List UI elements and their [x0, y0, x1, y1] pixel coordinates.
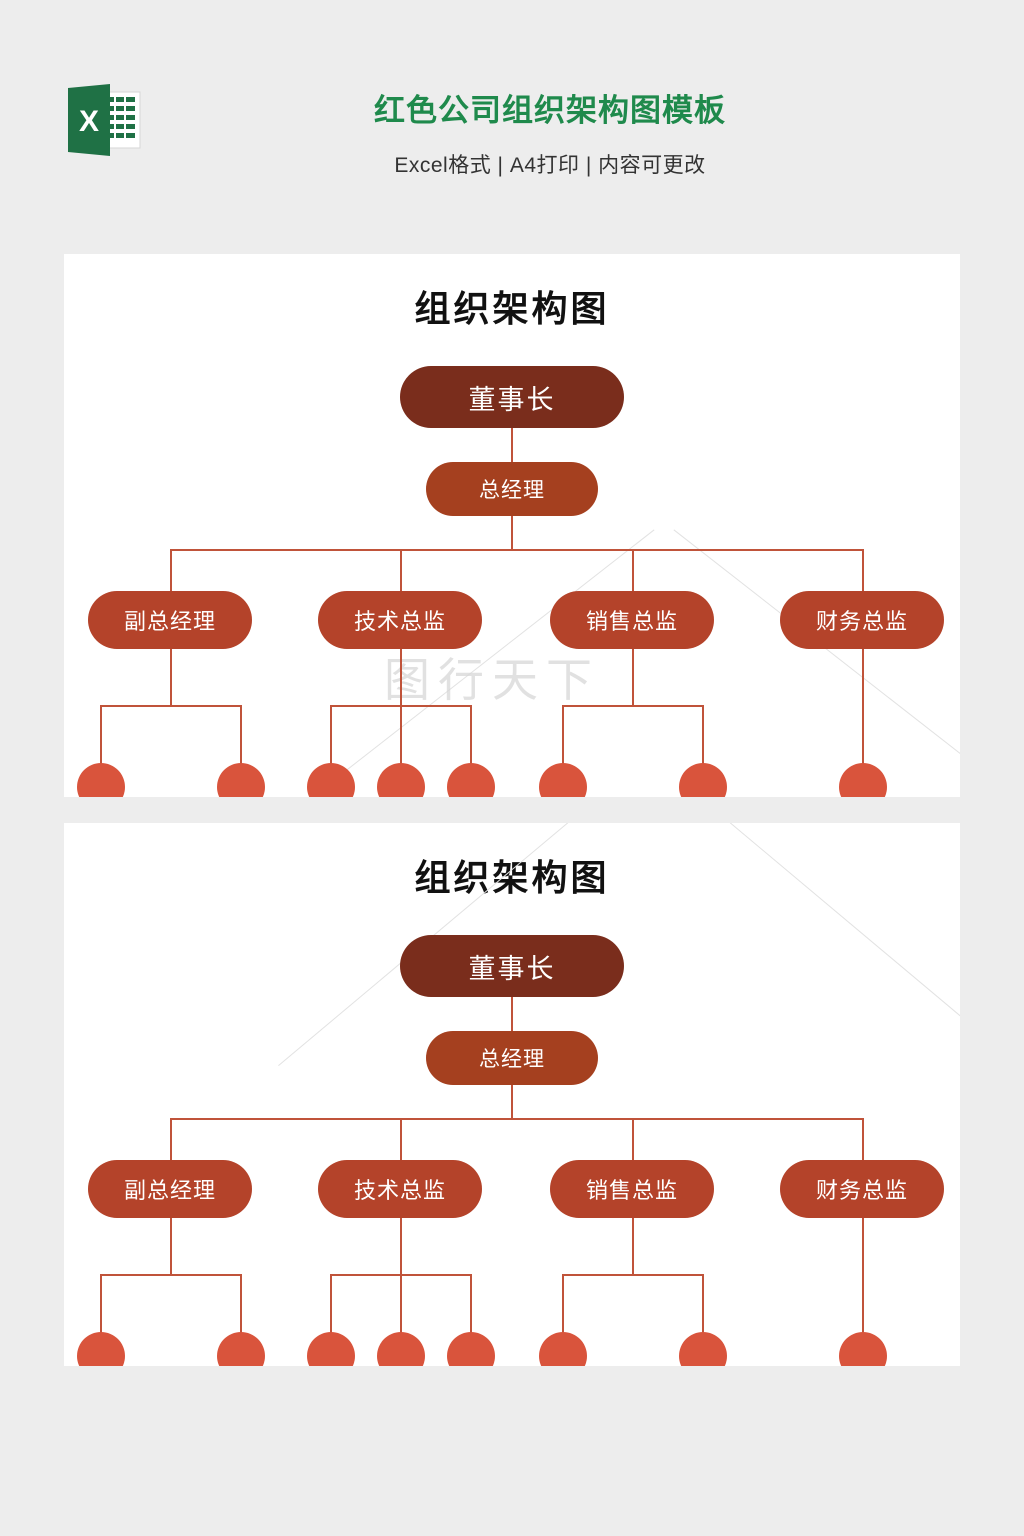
org-node-label: 副总经理 — [123, 1178, 216, 1203]
chart-title: 组织架构图 — [414, 857, 610, 899]
org-node-level1[interactable]: 董事长 — [400, 935, 624, 997]
excel-icon: X — [64, 84, 144, 156]
connector-bus-drop — [170, 1118, 172, 1160]
org-leaf-node[interactable] — [539, 763, 587, 797]
org-node-label: 董事长 — [468, 953, 556, 984]
page-subtitle: Excel格式 | A4打印 | 内容可更改 — [394, 153, 706, 177]
connector-leaf-drop — [400, 705, 402, 765]
org-node-label: 董事长 — [468, 384, 556, 415]
org-leaf-node[interactable] — [377, 763, 425, 797]
connector-group-bar — [562, 705, 702, 707]
page-header: X 红色公司组织架构图模板 Excel格式 | A4打印 | 内容可更改 — [0, 0, 1024, 230]
connector-leaf-drop — [470, 705, 472, 765]
connector-leaf-drop — [100, 1274, 102, 1334]
org-node-level3[interactable]: 技术总监 — [318, 591, 482, 649]
org-node-label: 总经理 — [479, 479, 545, 502]
org-leaf-node[interactable] — [77, 763, 125, 797]
org-node-label: 技术总监 — [353, 1178, 446, 1203]
org-node-label: 销售总监 — [585, 609, 678, 634]
org-leaf-node[interactable] — [447, 1332, 495, 1366]
org-leaf-node[interactable] — [307, 763, 355, 797]
org-node-level3[interactable]: 财务总监 — [780, 1160, 944, 1218]
org-leaf-node[interactable] — [307, 1332, 355, 1366]
org-node-level3[interactable]: 销售总监 — [550, 1160, 714, 1218]
org-leaf-node[interactable] — [679, 1332, 727, 1366]
connector-leaf-drop — [702, 1274, 704, 1334]
connector-leaf-drop — [470, 1274, 472, 1334]
connector-level3-group — [400, 649, 402, 705]
connector-bus-drop — [400, 1118, 402, 1160]
org-leaf-node[interactable] — [839, 763, 887, 797]
connector-level2-bus — [511, 1085, 513, 1118]
org-chart-card-2: 组织架构图 董事长 总经理 副总经理 技术总监 销售总监 财务总监 — [64, 823, 960, 1366]
org-leaf-node[interactable] — [839, 1332, 887, 1366]
connector-bus-drop — [400, 549, 402, 591]
connector-level3-group — [632, 1218, 634, 1274]
org-leaf-node[interactable] — [377, 1332, 425, 1366]
org-node-label: 技术总监 — [353, 609, 446, 634]
connector-leaf-drop — [330, 705, 332, 765]
org-node-level3[interactable]: 财务总监 — [780, 591, 944, 649]
connector-bus-drop — [170, 549, 172, 591]
connector-leaf-drop — [240, 1274, 242, 1334]
connector-leaf-drop — [562, 705, 564, 765]
excel-icon-letter: X — [79, 105, 99, 138]
org-node-label: 财务总监 — [815, 1178, 908, 1203]
connector-bus-level3 — [170, 1118, 862, 1120]
org-node-level3[interactable]: 技术总监 — [318, 1160, 482, 1218]
connector-leaf-drop — [330, 1274, 332, 1334]
org-node-label: 财务总监 — [815, 609, 908, 634]
org-leaf-node[interactable] — [217, 1332, 265, 1366]
org-chart-card-1: 组织架构图 图行天下 董事长 总经理 副总经理 技术总监 销售总监 财务总监 — [64, 254, 960, 797]
connector-leaf-drop — [100, 705, 102, 765]
connector-leaf-drop — [400, 1274, 402, 1334]
connector-group-bar — [100, 705, 240, 707]
connector-bus-drop — [632, 1118, 634, 1160]
connector-level1-level2 — [511, 428, 513, 462]
org-node-level2[interactable]: 总经理 — [426, 462, 598, 516]
org-leaf-node[interactable] — [679, 763, 727, 797]
org-node-level1[interactable]: 董事长 — [400, 366, 624, 428]
connector-level3-group — [400, 1218, 402, 1274]
connector-bus-drop — [862, 1118, 864, 1160]
header-text-block: 红色公司组织架构图模板 Excel格式 | A4打印 | 内容可更改 — [200, 92, 900, 179]
chart-title: 组织架构图 — [414, 288, 610, 330]
org-leaf-node[interactable] — [77, 1332, 125, 1366]
connector-leaf-drop — [862, 1218, 864, 1334]
connector-bus-drop — [862, 549, 864, 591]
org-node-label: 副总经理 — [123, 609, 216, 634]
watermark-stroke — [673, 529, 960, 797]
org-node-label: 总经理 — [479, 1048, 545, 1071]
org-node-level3[interactable]: 副总经理 — [88, 1160, 252, 1218]
connector-leaf-drop — [562, 1274, 564, 1334]
connector-level3-group — [632, 649, 634, 705]
connector-leaf-drop — [702, 705, 704, 765]
connector-level3-group — [170, 1218, 172, 1274]
connector-group-bar — [562, 1274, 702, 1276]
watermark-text: 图行天下 — [384, 653, 600, 707]
connector-group-bar — [100, 1274, 240, 1276]
org-node-label: 销售总监 — [585, 1178, 678, 1203]
org-node-level3[interactable]: 销售总监 — [550, 591, 714, 649]
connector-leaf-drop — [862, 649, 864, 765]
org-node-level3[interactable]: 副总经理 — [88, 591, 252, 649]
org-leaf-node[interactable] — [539, 1332, 587, 1366]
connector-leaf-drop — [240, 705, 242, 765]
watermark-stroke — [283, 529, 655, 797]
org-leaf-node[interactable] — [447, 763, 495, 797]
org-node-level2[interactable]: 总经理 — [426, 1031, 598, 1085]
connector-level1-level2 — [511, 997, 513, 1031]
connector-bus-drop — [632, 549, 634, 591]
org-leaf-node[interactable] — [217, 763, 265, 797]
connector-bus-level3 — [170, 549, 862, 551]
connector-level3-group — [170, 649, 172, 705]
page-title: 红色公司组织架构图模板 — [374, 93, 726, 128]
connector-level2-bus — [511, 516, 513, 549]
